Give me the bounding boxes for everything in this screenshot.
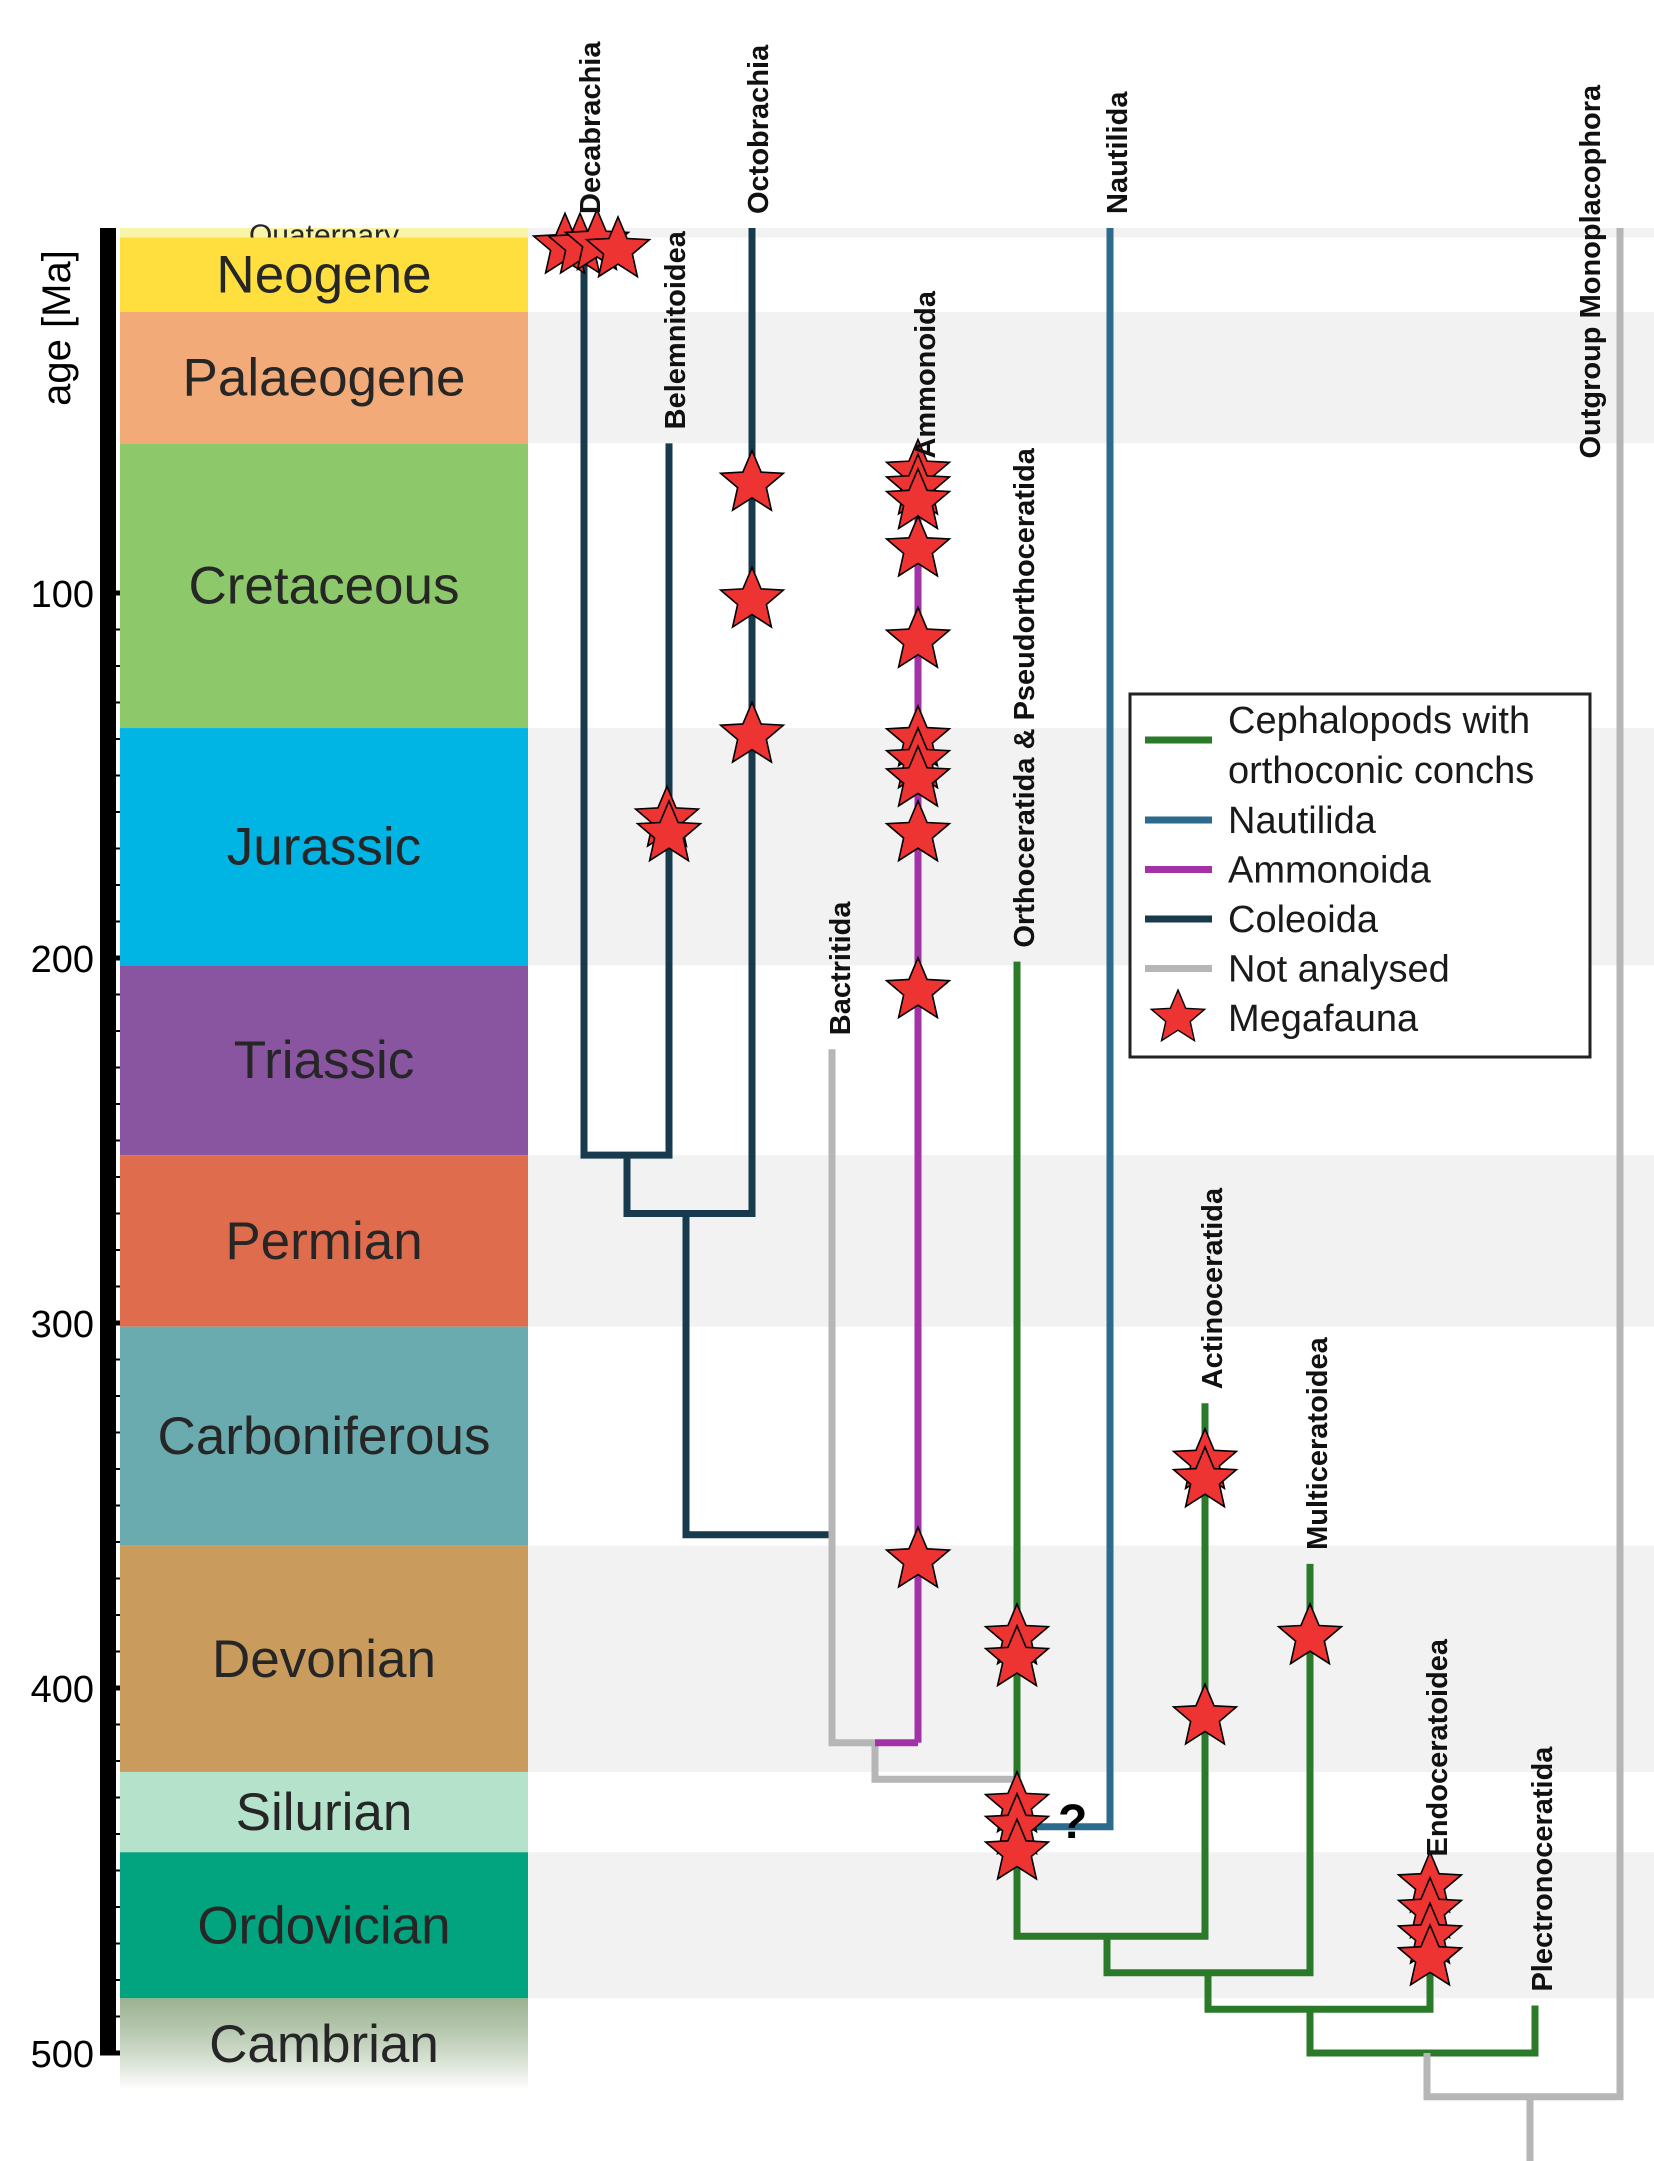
period-box [120, 311, 528, 444]
legend-label: Megafauna [1228, 998, 1419, 1040]
taxon-label: Octobrachia [743, 44, 775, 214]
branch-outgroup [1423, 228, 1624, 2101]
stem-coleoida [682, 1213, 832, 1539]
taxon-label: Outgroup Monoplacophora [1575, 84, 1607, 459]
period-label: Permian [225, 1212, 422, 1271]
taxon-label: Multiceratoidea [1302, 1336, 1334, 1550]
period-band [528, 1545, 1654, 1772]
legend-label: Not analysed [1228, 949, 1450, 991]
taxon-label: Endoceratoidea [1422, 1638, 1454, 1856]
axis-tick-label: 400 [31, 1669, 94, 1711]
period-band [528, 1852, 1654, 1999]
age-axis: 100 200 300 400 500 age [Ma] [31, 228, 120, 2076]
period-box [120, 1998, 528, 2090]
branch-nautilida [1017, 228, 1114, 1831]
period-box [120, 1771, 528, 1853]
taxon-label: Ammonoida [910, 290, 942, 458]
period-box [120, 965, 528, 1156]
legend-label: Coleoida [1228, 899, 1379, 941]
taxon-label: Decabrachia [575, 41, 607, 214]
period-box [120, 1326, 528, 1546]
period-column: QuaternaryNeogenePalaeogeneCretaceousJur… [120, 219, 528, 2090]
period-box [120, 1155, 528, 1327]
period-label: Jurassic [227, 818, 421, 877]
taxon-label: Nautilida [1102, 91, 1134, 214]
taxon-label: Actinoceratida [1197, 1187, 1229, 1389]
period-box [120, 1545, 528, 1772]
period-label: Cambrian [209, 2015, 439, 2074]
period-band [528, 311, 1654, 444]
period-label: Triassic [234, 1031, 415, 1090]
legend-label: Nautilida [1228, 800, 1377, 842]
taxon-label: Plectronoceratida [1527, 1746, 1559, 1992]
period-label: Silurian [236, 1783, 413, 1842]
taxon-label: Bactritida [825, 901, 857, 1036]
legend-label: Cephalopods with [1228, 700, 1530, 742]
uncertain-origin-question-mark: ? [1058, 1796, 1087, 1849]
period-label: Neogene [216, 246, 431, 305]
taxon-label: Orthoceratida & Pseudorthoceratida [1009, 447, 1041, 947]
period-label: Carboniferous [158, 1407, 491, 1466]
period-band [528, 228, 1654, 238]
axis-tick-label: 200 [31, 939, 94, 981]
alternating-period-bands [528, 228, 1654, 1999]
period-box [120, 1852, 528, 1999]
period-box [120, 443, 528, 729]
taxon-label: Belemnitoidea [660, 230, 692, 429]
stem-bactritida-ammonoida [871, 1742, 1017, 1783]
legend: Cephalopods with orthoconic conchsNautili… [1128, 692, 1592, 1059]
period-box [120, 237, 528, 312]
branch-plectronoceratida [1306, 2005, 1539, 2057]
branch-bactritida [828, 1049, 875, 1747]
period-label: Ordovician [197, 1896, 450, 1955]
branch-orthoceratida-actinoceratida [1013, 961, 1209, 1940]
legend-label: orthoconic conchs [1228, 750, 1534, 792]
legend-label: Ammonoida [1228, 850, 1432, 892]
axis-tick-label: 300 [31, 1304, 94, 1346]
period-label: Devonian [212, 1630, 436, 1689]
axis-tick-label: 500 [31, 2034, 94, 2076]
period-band [528, 1155, 1654, 1327]
period-box [120, 228, 528, 238]
legend-box [1128, 692, 1592, 1059]
period-box [120, 728, 528, 966]
period-label: Palaeogene [183, 349, 466, 408]
period-label: Cretaceous [188, 557, 459, 616]
axis-tick-label: 100 [31, 574, 94, 616]
axis-title: age [Ma] [35, 250, 79, 406]
